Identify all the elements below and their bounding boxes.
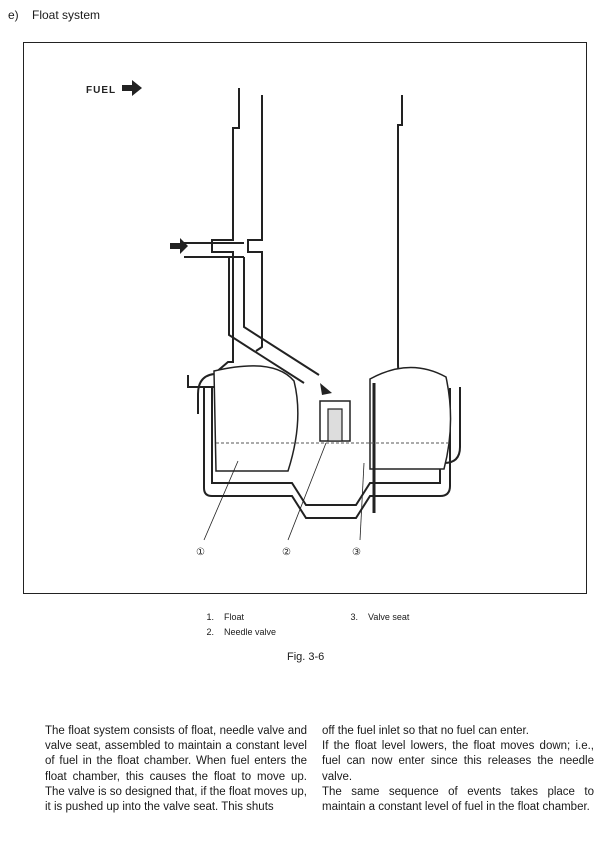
fuel-inlet bbox=[184, 242, 320, 384]
legend-right: 3. Valve seat bbox=[340, 610, 409, 625]
paragraph: If the float level lowers, the float mov… bbox=[322, 740, 594, 783]
float-system-diagram: FUEL bbox=[86, 80, 461, 558]
leader-lines bbox=[203, 442, 365, 541]
paragraph: The float system consists of float, need… bbox=[45, 725, 307, 814]
legend-number: 2. bbox=[206, 627, 214, 637]
paragraph: The same sequence of events takes place … bbox=[322, 785, 594, 814]
legend-label: Valve seat bbox=[368, 612, 410, 622]
needle-valve bbox=[327, 408, 343, 442]
callout-3: ③ bbox=[352, 547, 361, 558]
legend-left: 1. Float 2. Needle valve bbox=[196, 610, 276, 640]
section-heading: e) Float system bbox=[8, 8, 100, 22]
figure-caption: Fig. 3-6 bbox=[287, 651, 325, 663]
fuel-label: FUEL bbox=[86, 85, 116, 96]
flow-arrow-icon bbox=[320, 383, 332, 395]
section-title: Float system bbox=[32, 8, 101, 22]
legend-item: 3. Valve seat bbox=[340, 610, 409, 625]
body-text-right: off the fuel inlet so that no fuel can e… bbox=[322, 724, 594, 815]
callout-1: ① bbox=[196, 547, 205, 558]
callout-2: ② bbox=[282, 547, 291, 558]
float-left bbox=[213, 365, 299, 472]
float-right bbox=[369, 366, 452, 470]
inlet-arrow-icon bbox=[170, 238, 188, 254]
legend-number: 3. bbox=[350, 612, 358, 622]
legend-item: 1. Float bbox=[196, 610, 276, 625]
legend-item: 2. Needle valve bbox=[196, 625, 276, 640]
paragraph: off the fuel inlet so that no fuel can e… bbox=[322, 725, 529, 737]
fuel-arrow-icon bbox=[122, 80, 142, 96]
figure-frame: FUEL bbox=[23, 42, 587, 594]
legend-label: Needle valve bbox=[224, 627, 277, 637]
legend-number: 1. bbox=[206, 612, 214, 622]
legend-label: Float bbox=[224, 612, 245, 622]
section-number: e) bbox=[8, 8, 19, 22]
body-text-left: The float system consists of float, need… bbox=[45, 724, 307, 815]
